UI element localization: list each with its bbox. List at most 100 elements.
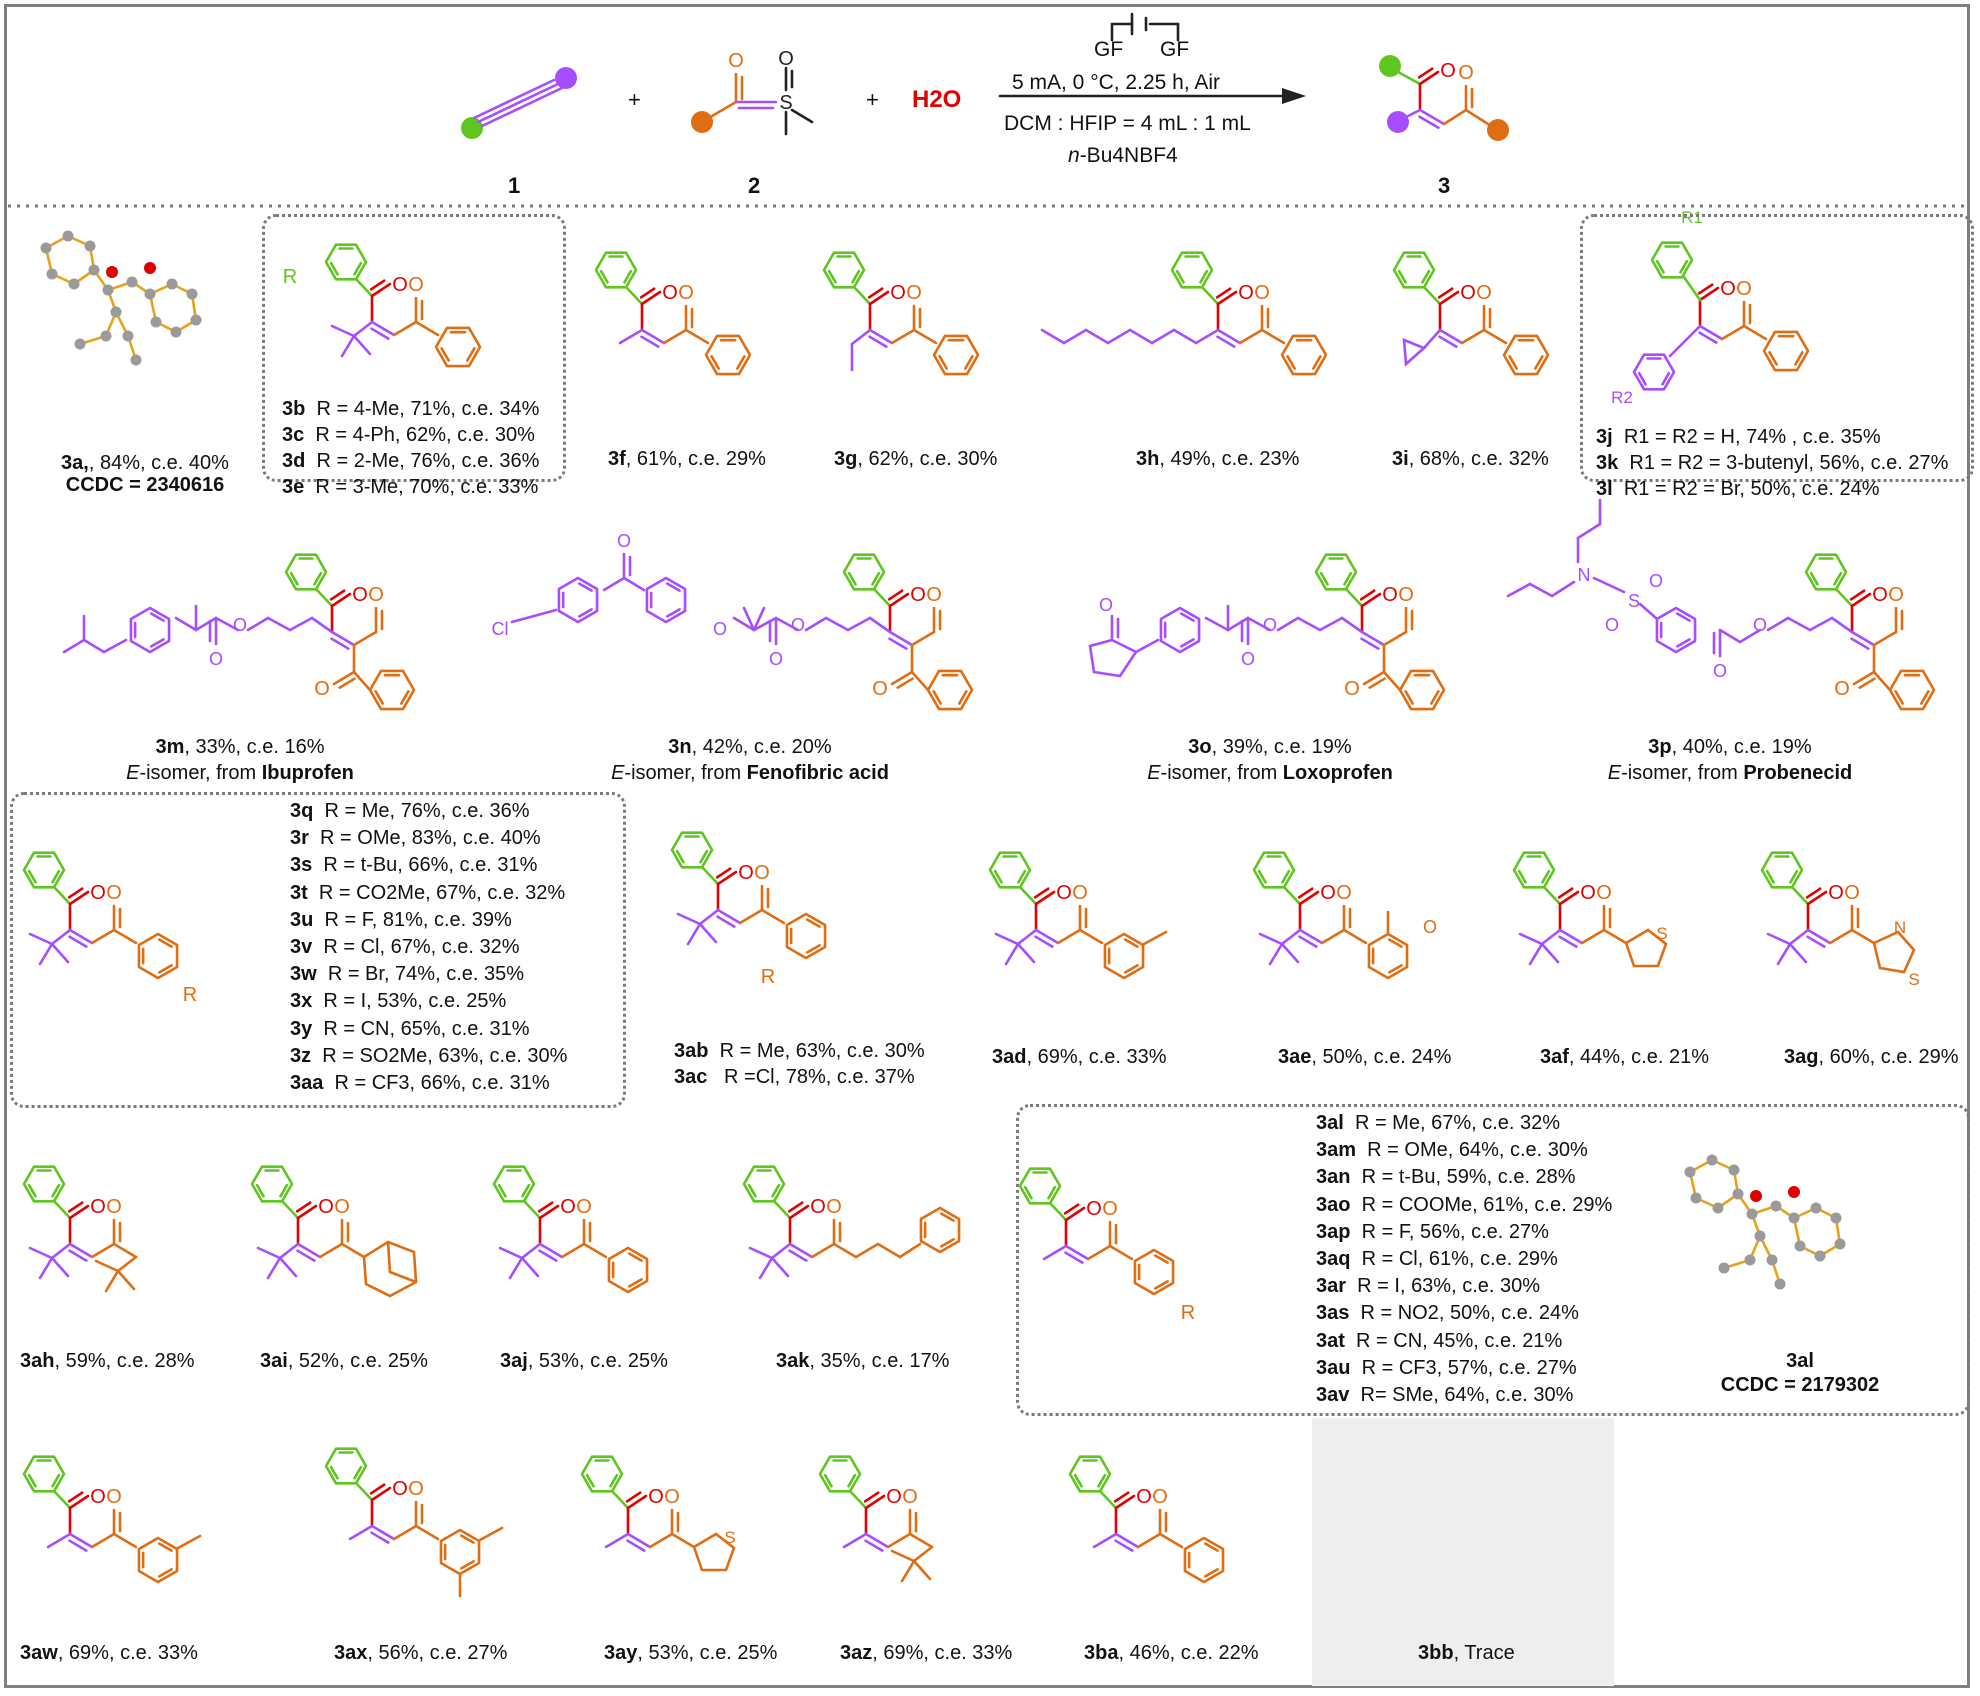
- carbonyl-bond: [1033, 887, 1050, 899]
- alkene-bond: [1418, 115, 1440, 129]
- aromatic-bond: [1154, 1254, 1169, 1264]
- aryl-ring-orange: [137, 932, 179, 980]
- caption-3i: 3i, 68%, c.e. 32%: [1392, 448, 1549, 470]
- aromatic-bond: [1388, 938, 1403, 948]
- phenyl-ring-green: [818, 1455, 862, 1493]
- oxygen-atom: O: [368, 584, 384, 606]
- alkene-bond: [1806, 928, 1832, 945]
- water-label: H2O: [912, 86, 962, 113]
- bond: [1738, 628, 1762, 644]
- bond: [90, 928, 116, 945]
- aromatic-bond: [1809, 571, 1819, 586]
- aryl-ring-orange: [785, 912, 827, 960]
- aromatic-bond: [851, 269, 861, 284]
- row-3am: 3am R = OMe, 64%, c.e. 30%: [1316, 1139, 1588, 1162]
- xray-carbon: [1706, 1154, 1718, 1166]
- oxygen-atom: O: [1872, 584, 1888, 606]
- aromatic-bond: [578, 608, 593, 618]
- carbonyl-bond: [1362, 670, 1386, 686]
- carbonyl-bond: [370, 1486, 392, 1502]
- oxygen-atom: O: [408, 1478, 424, 1500]
- tbu-bond: [50, 1242, 72, 1260]
- caption-3p: 3p, 40%, c.e. 19%: [1648, 736, 1812, 758]
- oxygen-atom: O: [392, 1478, 408, 1500]
- alkene-bond: [1114, 1539, 1134, 1552]
- xray-carbon: [1744, 1254, 1756, 1266]
- carbonyl-bond: [1417, 67, 1434, 79]
- aromatic-bond: [806, 918, 821, 928]
- linker-bond: [246, 616, 270, 632]
- aromatic-bond: [675, 849, 685, 864]
- linker-bond: [1766, 616, 1790, 632]
- alkene-bond: [538, 1249, 558, 1262]
- bond: [280, 1199, 300, 1220]
- phenyl-ring-purple: [1655, 606, 1697, 654]
- bond: [732, 616, 756, 632]
- caption-3f: 3f, 61%, c.e. 29%: [608, 448, 766, 470]
- aromatic-bond: [847, 571, 857, 586]
- linker-bond: [266, 616, 292, 632]
- carbonyl-bond: [887, 589, 904, 601]
- carbonyl-bond: [369, 1483, 386, 1495]
- bond: [1602, 928, 1628, 945]
- alkene-bond: [370, 327, 390, 340]
- electrode-left-label: GF: [1094, 38, 1124, 61]
- phenyl-ring-green: [1252, 851, 1296, 889]
- bond: [700, 865, 720, 886]
- carbonyl-bond: [1558, 890, 1580, 906]
- alkene-bond: [1064, 1251, 1084, 1264]
- xray-oxygen: [144, 262, 156, 274]
- phenyl-ring-green: [1512, 851, 1556, 889]
- methyl-bond: [1042, 1244, 1068, 1261]
- octyl-bond: [1084, 328, 1110, 345]
- tbu-bond: [330, 324, 356, 338]
- phenyl-ring-orange: [1762, 330, 1810, 372]
- alkene-bond: [864, 1532, 890, 1549]
- row-3s: 3s R = t-Bu, 66%, c.e. 31%: [290, 854, 538, 877]
- oxygen-atom: O: [106, 882, 122, 904]
- oxygen-atom: O: [926, 584, 942, 606]
- carbonyl-bond: [296, 1204, 318, 1220]
- tbu-bond: [520, 1242, 542, 1260]
- oxygen-atom: O: [1056, 882, 1072, 904]
- row-3at: 3at R = CN, 45%, c.e. 21%: [1316, 1329, 1563, 1352]
- plus-sign-1: +: [628, 87, 641, 112]
- oxygen-atom: O: [1086, 1198, 1102, 1220]
- carbonyl-bond: [1368, 677, 1386, 689]
- aromatic-bond: [313, 571, 323, 586]
- orange-ball: [1487, 119, 1509, 141]
- alkyne-bond: [476, 82, 560, 124]
- xray-carbon: [122, 330, 134, 342]
- aromatic-bond: [747, 1183, 757, 1198]
- phenyl-ring-green: [580, 1455, 624, 1493]
- phenyl-ring-purple: [1632, 353, 1676, 391]
- tbu-bond: [698, 922, 718, 944]
- aromatic-bond: [158, 964, 173, 974]
- bond: [392, 320, 418, 337]
- oxygen-atom: O: [769, 649, 783, 669]
- alkene-bond: [626, 1532, 652, 1549]
- tbu-bond: [278, 1242, 300, 1260]
- phenyl-ring-green: [492, 1165, 536, 1203]
- bond: [1136, 1532, 1162, 1549]
- xray-carbon: [1810, 1202, 1822, 1214]
- methyl-bond: [176, 1534, 202, 1550]
- tbu-bond: [256, 1246, 282, 1260]
- phenyl-ring-green: [822, 251, 866, 289]
- phenyl-ring-green: [284, 553, 328, 591]
- aromatic-bond: [1388, 964, 1403, 974]
- phenyl-ring-green: [1314, 553, 1358, 591]
- carbonyl-bond: [68, 890, 90, 906]
- tbu-bond: [1766, 932, 1792, 946]
- electrode-right-label: GF: [1160, 38, 1190, 61]
- methyl-bond: [348, 1524, 374, 1541]
- carbonyl-bond: [1697, 283, 1714, 295]
- carbonyl-bond: [1297, 887, 1314, 899]
- source-3n: E-isomer, from Fenofibric acid: [611, 762, 889, 784]
- carbonyl-bond: [787, 1201, 804, 1213]
- xray-carbon: [144, 288, 156, 300]
- tbu-bond: [38, 1256, 54, 1280]
- aromatic-bond: [1124, 964, 1139, 974]
- tbu-bond: [28, 1246, 54, 1260]
- bond: [1260, 328, 1286, 345]
